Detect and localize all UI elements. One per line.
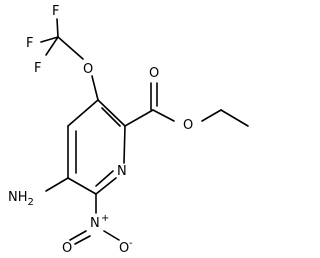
- chemical-structure: F F F O O O N NH2 N + O - O: [8, 4, 249, 256]
- bond-ring-carbonyl-c: [124, 109, 154, 127]
- bond-nitro-o-left: [69, 230, 87, 241]
- ring-bond-3-inner: [95, 170, 114, 187]
- ring-bond-2: [123, 125, 126, 164]
- atom-nitro-n: N: [90, 216, 100, 231]
- ring-bond-1: [97, 99, 126, 127]
- bond-o-ring: [91, 75, 99, 101]
- atom-o-ester: O: [183, 118, 193, 133]
- amino-subscript: 2: [28, 197, 34, 208]
- amino-nh: NH: [8, 190, 28, 205]
- nitro-o-bottom-charge: -: [129, 238, 133, 249]
- bond-nitro-o-left-double: [74, 235, 91, 245]
- bond-nitro-o-bottom: [103, 230, 120, 241]
- ring-bond-6: [67, 99, 99, 127]
- ring-bond-4: [67, 177, 97, 195]
- bond-c-f-left: [40, 36, 59, 43]
- bond-c-f-bottom: [45, 36, 59, 56]
- atom-n-ring: N: [117, 164, 127, 179]
- atom-o-carbonyl: O: [149, 66, 159, 81]
- nitro-n-charge: +: [101, 213, 109, 224]
- bond-c-f-top: [56, 18, 59, 38]
- atom-o-ether: O: [83, 62, 93, 77]
- atom-f-top: F: [52, 4, 59, 19]
- bond-ester-o-ch2: [201, 109, 222, 122]
- bond-cf3-o: [57, 36, 84, 60]
- atom-f-left: F: [26, 36, 33, 51]
- atom-nitro-o-bottom: O: [119, 241, 129, 256]
- atom-nitro-o-left: O: [62, 241, 72, 256]
- atom-f-bottom: F: [34, 61, 41, 76]
- ring-bond-1-inner: [101, 107, 121, 127]
- bond-carbonyl-ester-o: [152, 109, 175, 122]
- ring-bond-3: [95, 177, 117, 195]
- bond-ch2-ch3: [220, 109, 249, 127]
- atom-amino: NH2: [8, 190, 34, 208]
- bond-ring-amino: [45, 177, 69, 192]
